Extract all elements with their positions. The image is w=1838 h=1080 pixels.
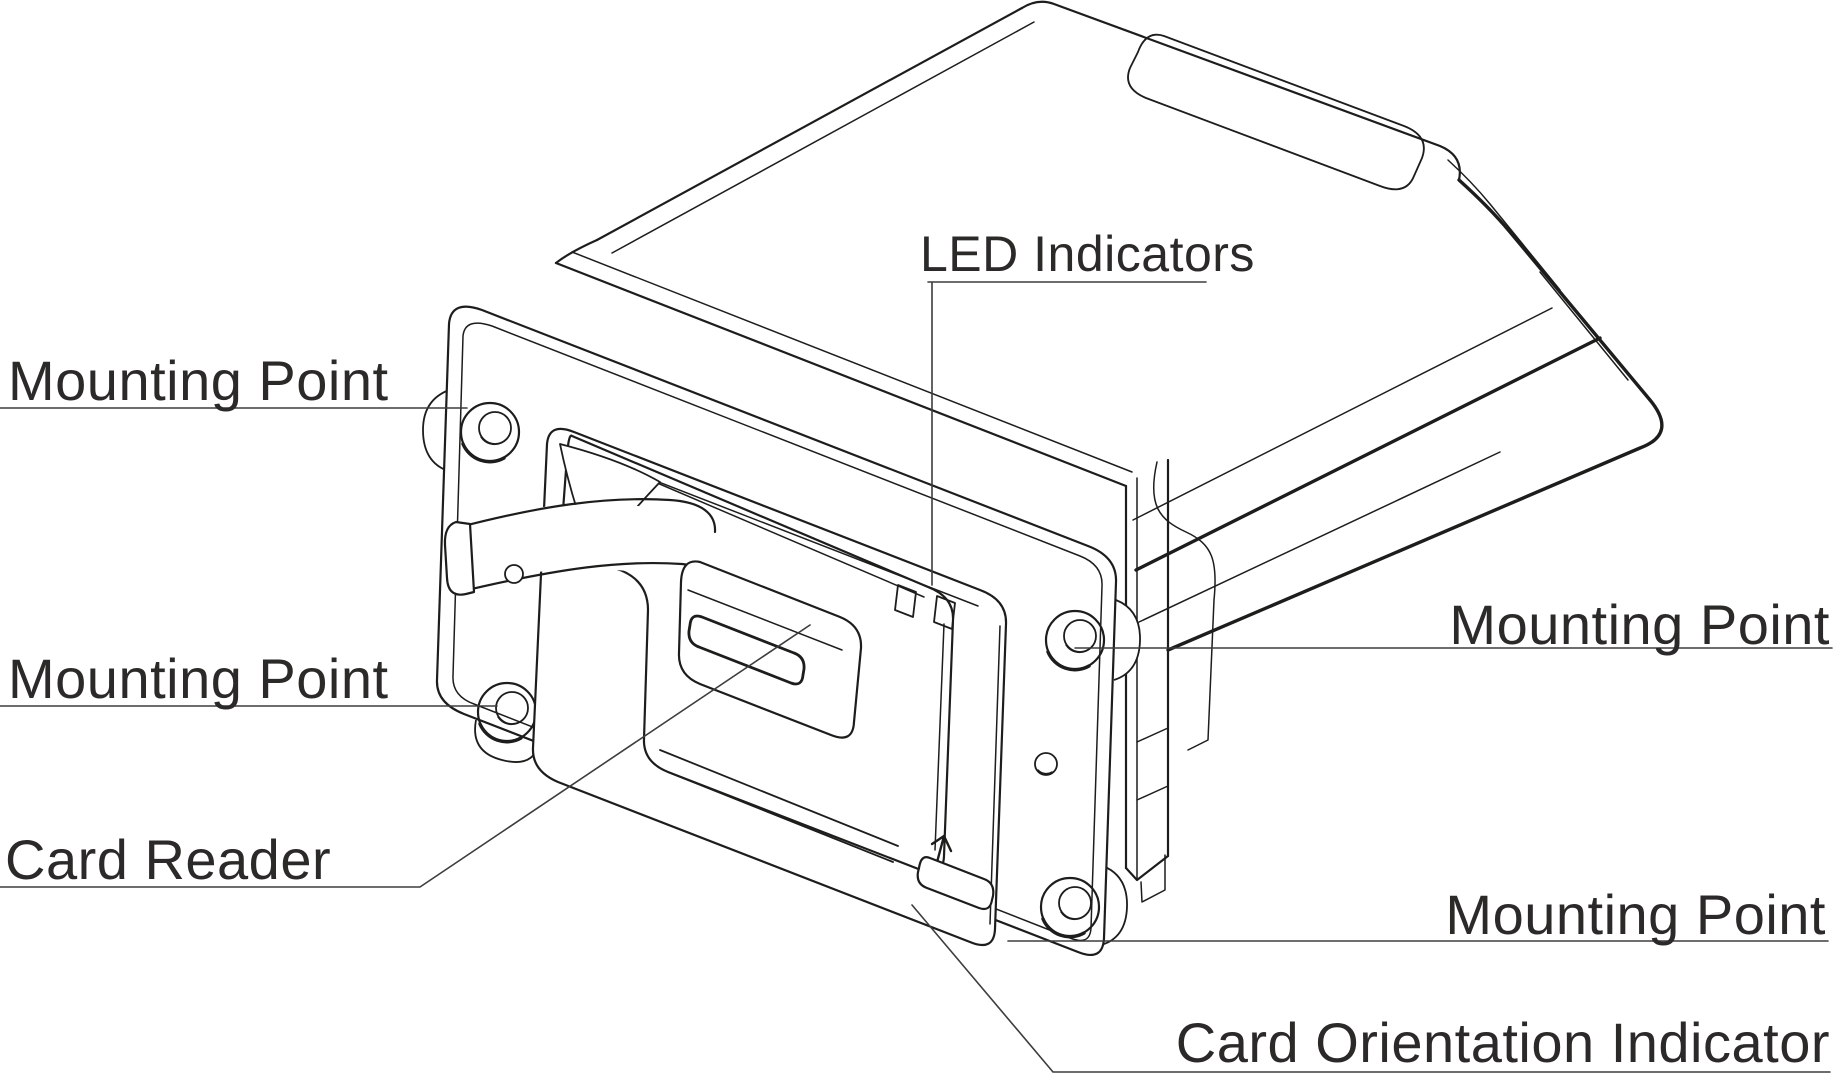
card-stop-bar	[916, 856, 995, 911]
label-card-reader: Card Reader	[5, 828, 331, 891]
pin-arc	[1037, 769, 1053, 775]
label-mounting-point-bottom-left: Mounting Point	[8, 647, 389, 710]
leader-card-orientation-indicator	[911, 904, 1831, 1073]
pin-outline	[1034, 752, 1058, 776]
hole-counterbore	[1041, 917, 1086, 939]
body-right-silhouette	[1166, 178, 1664, 652]
leader-lines	[0, 281, 1833, 1073]
body-side-line-1	[1132, 307, 1553, 521]
rear-bracket-tab	[1140, 854, 1166, 903]
tongue-nub	[504, 564, 524, 584]
flange-ear-top-right	[1113, 599, 1141, 681]
tongue-left-tab	[443, 520, 476, 596]
body-end-chamfer	[1539, 271, 1629, 381]
device-body	[554, 0, 1664, 903]
slot-floor-line-2	[667, 771, 894, 863]
led-window-2	[933, 595, 956, 630]
inner-bezel-panel	[443, 427, 1008, 947]
card-slit	[687, 614, 806, 686]
label-mounting-point-top-right: Mounting Point	[1449, 593, 1830, 656]
body-top-ridge	[595, 6, 1024, 242]
rear-bracket-bottom	[1124, 854, 1170, 882]
body-collar-line-outer	[554, 261, 1128, 488]
mouth-block-bevel	[687, 589, 843, 651]
flange-ear-top-left	[422, 389, 450, 472]
hole-inner-arc	[1065, 644, 1087, 654]
rear-bracket-step-1	[1136, 727, 1169, 743]
label-led-indicators: LED Indicators	[920, 226, 1255, 282]
hole-counterbore	[478, 722, 523, 744]
flange-pin	[1034, 752, 1058, 776]
leader-card-reader	[0, 624, 811, 888]
body-corner-inner-line	[1447, 159, 1561, 291]
arrow-head	[930, 834, 953, 853]
flange-ear-bottom-right	[1100, 865, 1128, 946]
hole-counterbore	[1046, 650, 1091, 672]
leader-led-indicators	[927, 281, 1207, 586]
labels: Mounting Point Mounting Point Card Reade…	[5, 226, 1830, 1074]
led-window-1	[894, 584, 917, 618]
body-top-label-recess	[1127, 33, 1425, 191]
slot-floor-line-1	[659, 749, 899, 847]
panel-bevel-right	[989, 625, 1001, 925]
label-card-orientation-indicator: Card Orientation Indicator	[1176, 1011, 1830, 1074]
hole-counterbore	[461, 442, 506, 464]
body-side-line-3	[1138, 451, 1501, 623]
label-mounting-point-top-left: Mounting Point	[8, 349, 389, 412]
body-collar-line-inner	[571, 251, 1133, 473]
body-ridge-chamfer	[611, 21, 1035, 254]
mounting-hole-top-right	[1044, 609, 1106, 672]
body-side-channel	[1152, 461, 1216, 751]
hole-inner-arc	[480, 436, 502, 446]
mounting-hole-bottom-right	[1039, 876, 1101, 939]
label-mounting-point-bottom-right: Mounting Point	[1445, 883, 1826, 946]
mounting-hole-bottom-left	[476, 681, 538, 744]
hole-inner-arc	[497, 716, 519, 726]
tongue-upper-edge	[454, 498, 717, 534]
rear-bracket-step-2	[1136, 785, 1169, 801]
recess-inner-right	[934, 623, 945, 851]
hole-inner-arc	[1060, 911, 1082, 921]
body-top-far-edge	[1020, 0, 1461, 182]
body-side-line-2	[1134, 336, 1602, 572]
body-fill	[556, 1, 1662, 880]
mounting-hole-top-left	[459, 401, 521, 464]
